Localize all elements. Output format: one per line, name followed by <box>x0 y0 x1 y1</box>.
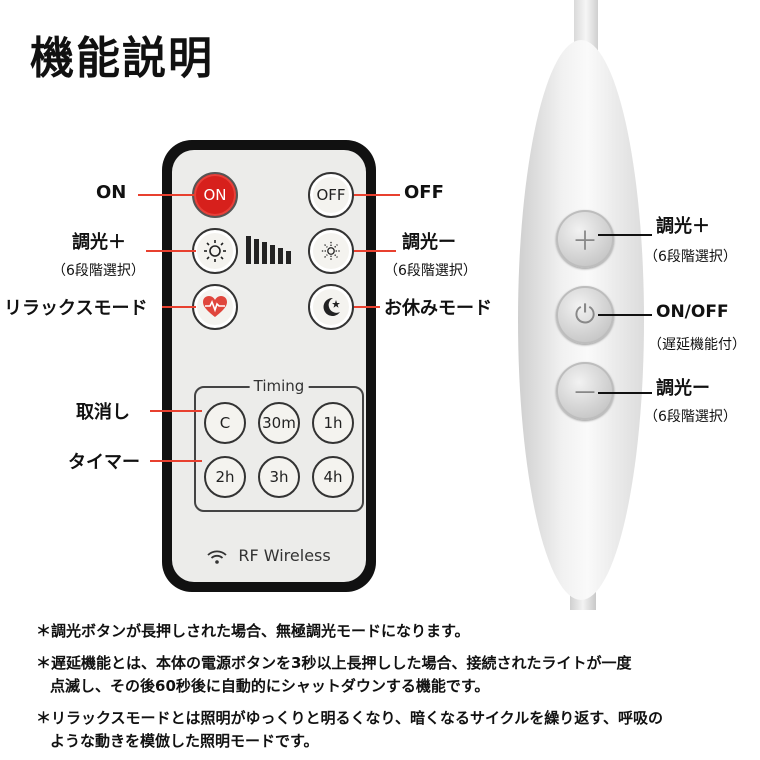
plus-icon: ＋ <box>571 226 598 257</box>
timing-panel: Timing C 30m 1h 2h 3h 4h <box>194 377 364 512</box>
inline-controller: ＋ ⏻ － <box>518 40 644 600</box>
controller-callout-line <box>598 234 652 236</box>
timer-button-label: 3h <box>269 468 289 486</box>
timer-4h-button[interactable]: 4h <box>312 456 354 498</box>
timing-label: Timing <box>249 377 309 395</box>
sun-icon <box>204 240 226 262</box>
timer-3h-button[interactable]: 3h <box>258 456 300 498</box>
callout-cancel: 取消し <box>76 402 130 423</box>
callout-brightness-down: 調光ー <box>402 232 456 253</box>
relax-mode-button[interactable] <box>192 284 238 330</box>
remote-control: ON OFF <box>162 140 376 592</box>
callout-line <box>162 306 196 308</box>
callout-timer: タイマー <box>68 452 140 473</box>
remote-face: ON OFF <box>172 150 366 582</box>
callout-brightness-up-sub: （6段階選択） <box>52 263 145 279</box>
off-button[interactable]: OFF <box>308 172 354 218</box>
timer-button-label: 30m <box>262 414 296 432</box>
note-1: ＊調光ボタンが長押しされた場合、無極調光モードになります。 <box>36 622 470 640</box>
callout-on: ON <box>96 182 127 203</box>
controller-power-label: ON/OFF <box>656 302 729 322</box>
power-icon: ⏻ <box>574 299 596 330</box>
timer-30m-button[interactable]: 30m <box>258 402 300 444</box>
controller-minus-label: 調光ー <box>656 378 710 399</box>
timer-button-label: 2h <box>215 468 235 486</box>
rf-wireless-label: RF Wireless <box>172 546 366 565</box>
controller-plus-sub: （6段階選択） <box>644 249 737 265</box>
dim-sun-icon <box>321 241 341 261</box>
callout-sleep-mode: お休みモード <box>384 298 492 319</box>
callout-line <box>146 250 196 252</box>
callout-brightness-up: 調光＋ <box>72 232 126 253</box>
controller-minus-button[interactable]: － <box>556 362 614 420</box>
note-2-line-2: 点滅し、その後60秒後に自動的にシャットダウンする機能です。 <box>50 677 490 695</box>
callout-line <box>354 194 400 196</box>
note-2-line-1: ＊遅延機能とは、本体の電源ボタンを3秒以上長押しした場合、接続されたライトが一度 <box>36 654 632 672</box>
timer-cancel-button[interactable]: C <box>204 402 246 444</box>
timer-button-label: 1h <box>323 414 343 432</box>
note-3-line-1: ＊リラックスモードとは照明がゆっくりと明るくなり、暗くなるサイクルを繰り返す、呼… <box>36 709 664 727</box>
brightness-down-button[interactable] <box>308 228 354 274</box>
controller-plus-button[interactable]: ＋ <box>556 210 614 268</box>
note-3-line-2: ような動きを模倣した照明モードです。 <box>50 732 319 750</box>
timer-button-label: 4h <box>323 468 343 486</box>
on-button[interactable]: ON <box>192 172 238 218</box>
callout-line <box>150 460 202 462</box>
controller-minus-sub: （6段階選択） <box>644 409 737 425</box>
callout-line <box>354 250 396 252</box>
callout-line <box>138 194 196 196</box>
off-button-label: OFF <box>316 186 346 204</box>
timer-1h-button[interactable]: 1h <box>312 402 354 444</box>
callout-line <box>354 306 380 308</box>
callout-line <box>150 410 202 412</box>
timer-button-label: C <box>219 414 231 432</box>
page-title: 機能説明 <box>30 33 214 84</box>
controller-power-button[interactable]: ⏻ <box>556 286 614 344</box>
callout-brightness-down-sub: （6段階選択） <box>384 263 477 279</box>
brightness-up-button[interactable] <box>192 228 238 274</box>
moon-star-icon <box>323 297 340 316</box>
sleep-mode-button[interactable] <box>308 284 354 330</box>
rf-wireless-text: RF Wireless <box>238 546 331 565</box>
controller-callout-line <box>598 314 652 316</box>
callout-off: OFF <box>404 182 444 203</box>
controller-power-sub: （遅延機能付） <box>648 337 746 353</box>
timer-2h-button[interactable]: 2h <box>204 456 246 498</box>
wifi-icon <box>207 550 227 564</box>
controller-callout-line <box>598 392 652 394</box>
callout-relax-mode: リラックスモード <box>4 298 148 319</box>
minus-icon: － <box>571 378 598 409</box>
on-button-label: ON <box>203 186 227 204</box>
controller-plus-label: 調光＋ <box>656 216 710 237</box>
heart-pulse-icon <box>203 296 227 317</box>
